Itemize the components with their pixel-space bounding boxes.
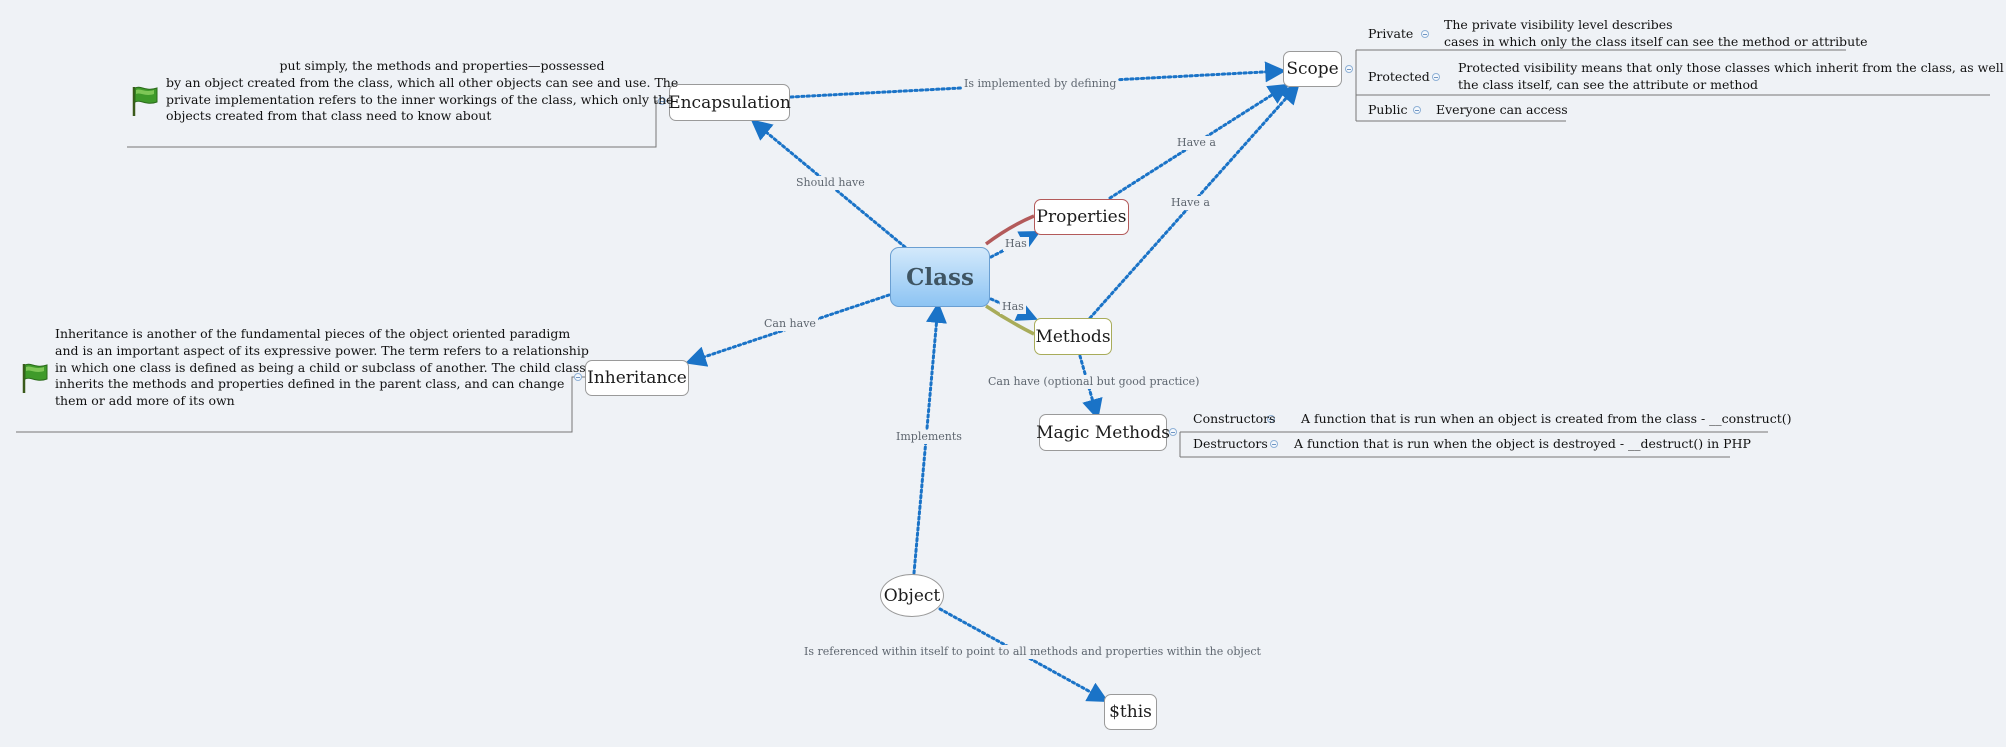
topic-methods[interactable]: Methods	[1034, 318, 1112, 355]
label-implements: Implements	[894, 430, 964, 444]
topic-this[interactable]: $this	[1104, 694, 1157, 730]
scope-private-label[interactable]: Private	[1368, 26, 1414, 41]
collapse-toggle-icon[interactable]	[1421, 30, 1429, 38]
label-is-referenced: Is referenced within itself to point to …	[802, 645, 1263, 659]
label-should-have: Should have	[794, 176, 867, 190]
topic-inheritance[interactable]: Inheritance	[585, 360, 689, 396]
label-has-properties: Has	[1003, 237, 1029, 251]
collapse-toggle-icon[interactable]	[1169, 428, 1177, 436]
branch-properties	[984, 214, 1035, 246]
branch-methods	[985, 304, 1035, 336]
topic-magic-methods[interactable]: Magic Methods	[1036, 414, 1170, 451]
collapse-toggle-icon[interactable]	[1270, 440, 1278, 448]
green-flag-icon	[22, 363, 48, 393]
topic-scope[interactable]: Scope	[1283, 51, 1342, 87]
topic-object[interactable]: Object	[880, 574, 944, 617]
collapse-toggle-icon[interactable]	[658, 97, 666, 105]
label-has-methods: Has	[1000, 300, 1026, 314]
topic-class[interactable]: Class	[890, 247, 990, 307]
green-flag-icon	[132, 86, 158, 116]
collapse-toggle-icon[interactable]	[574, 373, 582, 381]
scope-private-description: The private visibility level describes c…	[1444, 17, 1868, 49]
label-have-a-methods: Have a	[1169, 196, 1212, 210]
collapse-toggle-icon[interactable]	[1432, 73, 1440, 81]
magic-destructors-description: A function that is run when the object i…	[1294, 436, 1751, 451]
magic-constructors-description: A function that is run when an object is…	[1301, 411, 1792, 426]
collapse-toggle-icon[interactable]	[1345, 65, 1353, 73]
label-have-a-properties: Have a	[1175, 136, 1218, 150]
scope-protected-label[interactable]: Protected	[1368, 69, 1430, 84]
collapse-toggle-icon[interactable]	[1413, 106, 1421, 114]
encapsulation-note: put simply, the methods and properties—p…	[166, 58, 679, 124]
topic-properties[interactable]: Properties	[1034, 199, 1129, 235]
label-can-have-inheritance: Can have	[762, 317, 818, 331]
scope-public-description: Everyone can access	[1436, 102, 1568, 117]
magic-destructors-label[interactable]: Destructors	[1193, 436, 1268, 451]
label-can-have-magic: Can have (optional but good practice)	[986, 375, 1202, 389]
scope-protected-description: Protected visibility means that only tho…	[1458, 60, 2006, 92]
inheritance-note: Inheritance is another of the fundamenta…	[55, 326, 589, 409]
topic-encapsulation[interactable]: Encapsulation	[668, 84, 791, 121]
magic-constructors-label[interactable]: Constructors	[1193, 411, 1276, 426]
label-is-implemented-by-defining: Is implemented by defining	[962, 77, 1119, 91]
collapse-toggle-icon[interactable]	[1267, 415, 1275, 423]
scope-public-label[interactable]: Public	[1368, 102, 1408, 117]
